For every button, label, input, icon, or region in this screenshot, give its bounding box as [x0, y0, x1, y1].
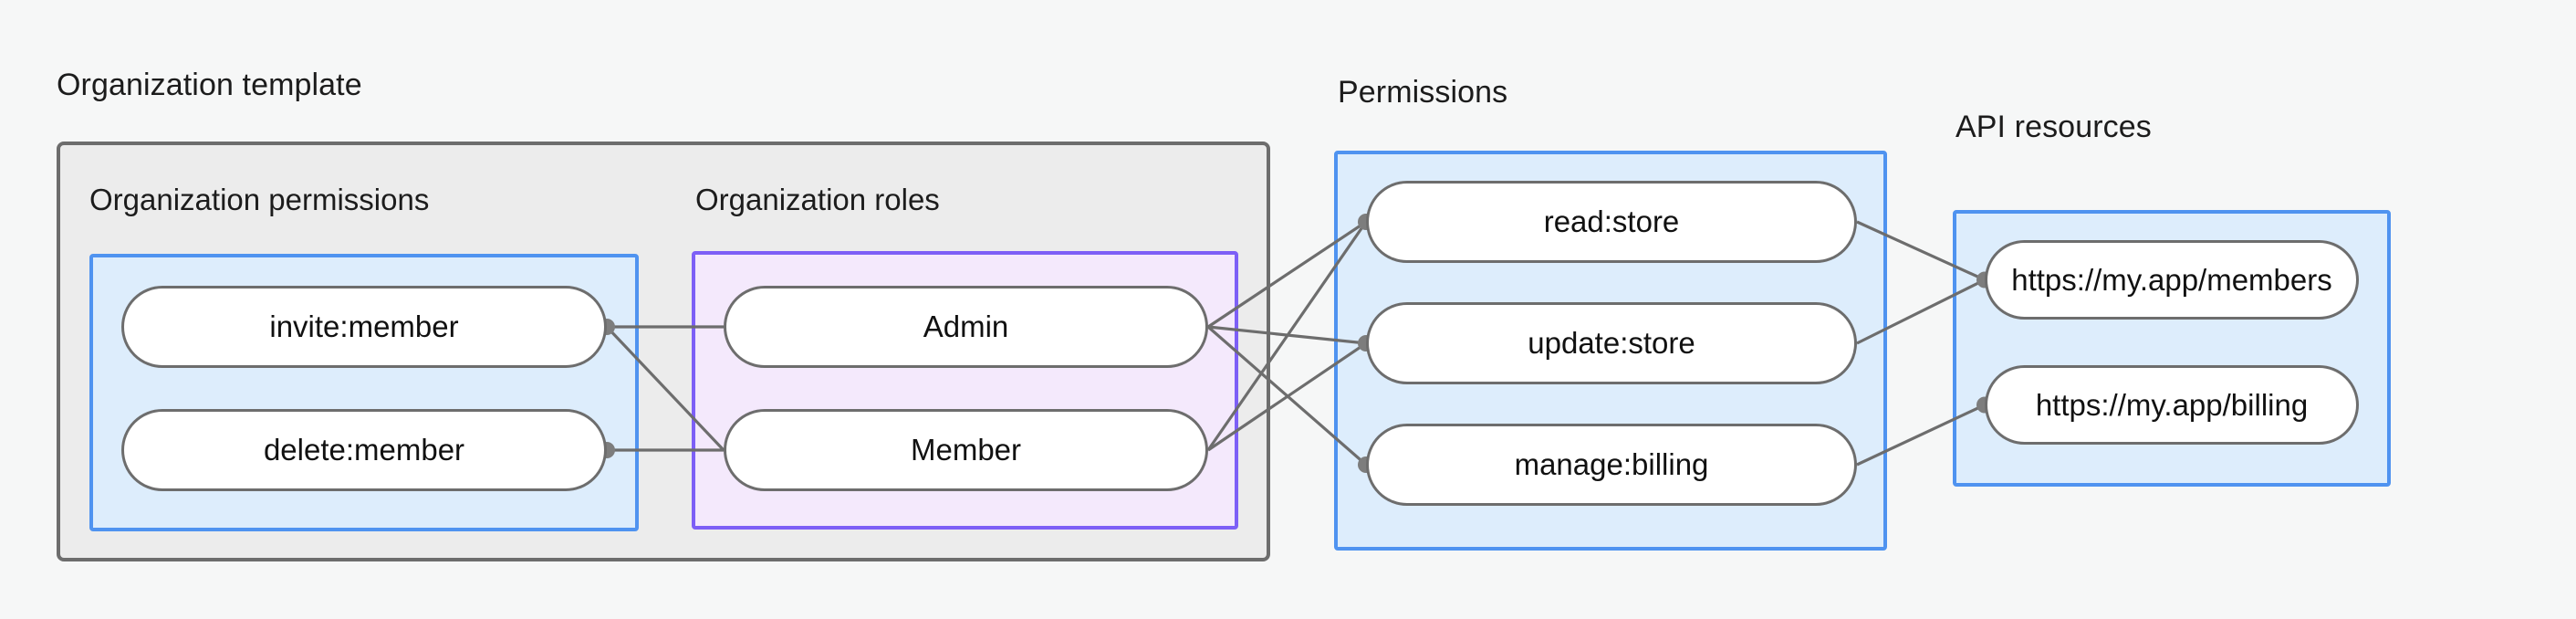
- node-label: manage:billing: [1514, 447, 1709, 481]
- node-label: update:store: [1528, 326, 1695, 360]
- node-read-store[interactable]: read:store: [1366, 181, 1857, 263]
- node-my-app-billing[interactable]: https://my.app/billing: [1985, 365, 2359, 445]
- group-title-organization-template: Organization template: [57, 68, 362, 102]
- group-title-api-resources: API resources: [1955, 110, 2152, 144]
- node-label: read:store: [1543, 205, 1680, 238]
- node-manage-billing[interactable]: manage:billing: [1366, 424, 1857, 506]
- node-delete-member[interactable]: delete:member: [121, 409, 607, 491]
- node-label: https://my.app/billing: [2035, 387, 2309, 422]
- node-member[interactable]: Member: [724, 409, 1208, 491]
- group-title-permissions: Permissions: [1338, 75, 1508, 110]
- node-label: Member: [910, 433, 1022, 467]
- node-label: Admin: [923, 310, 1009, 343]
- node-admin[interactable]: Admin: [724, 286, 1208, 368]
- node-label: https://my.app/members: [2011, 262, 2332, 297]
- section-label-organization-roles: Organization roles: [695, 183, 940, 216]
- node-my-app-members[interactable]: https://my.app/members: [1985, 240, 2359, 320]
- node-label: delete:member: [263, 433, 465, 467]
- node-label: invite:member: [269, 310, 459, 343]
- section-label-organization-permissions: Organization permissions: [89, 183, 430, 216]
- node-invite-member[interactable]: invite:member: [121, 286, 607, 368]
- node-update-store[interactable]: update:store: [1366, 302, 1857, 384]
